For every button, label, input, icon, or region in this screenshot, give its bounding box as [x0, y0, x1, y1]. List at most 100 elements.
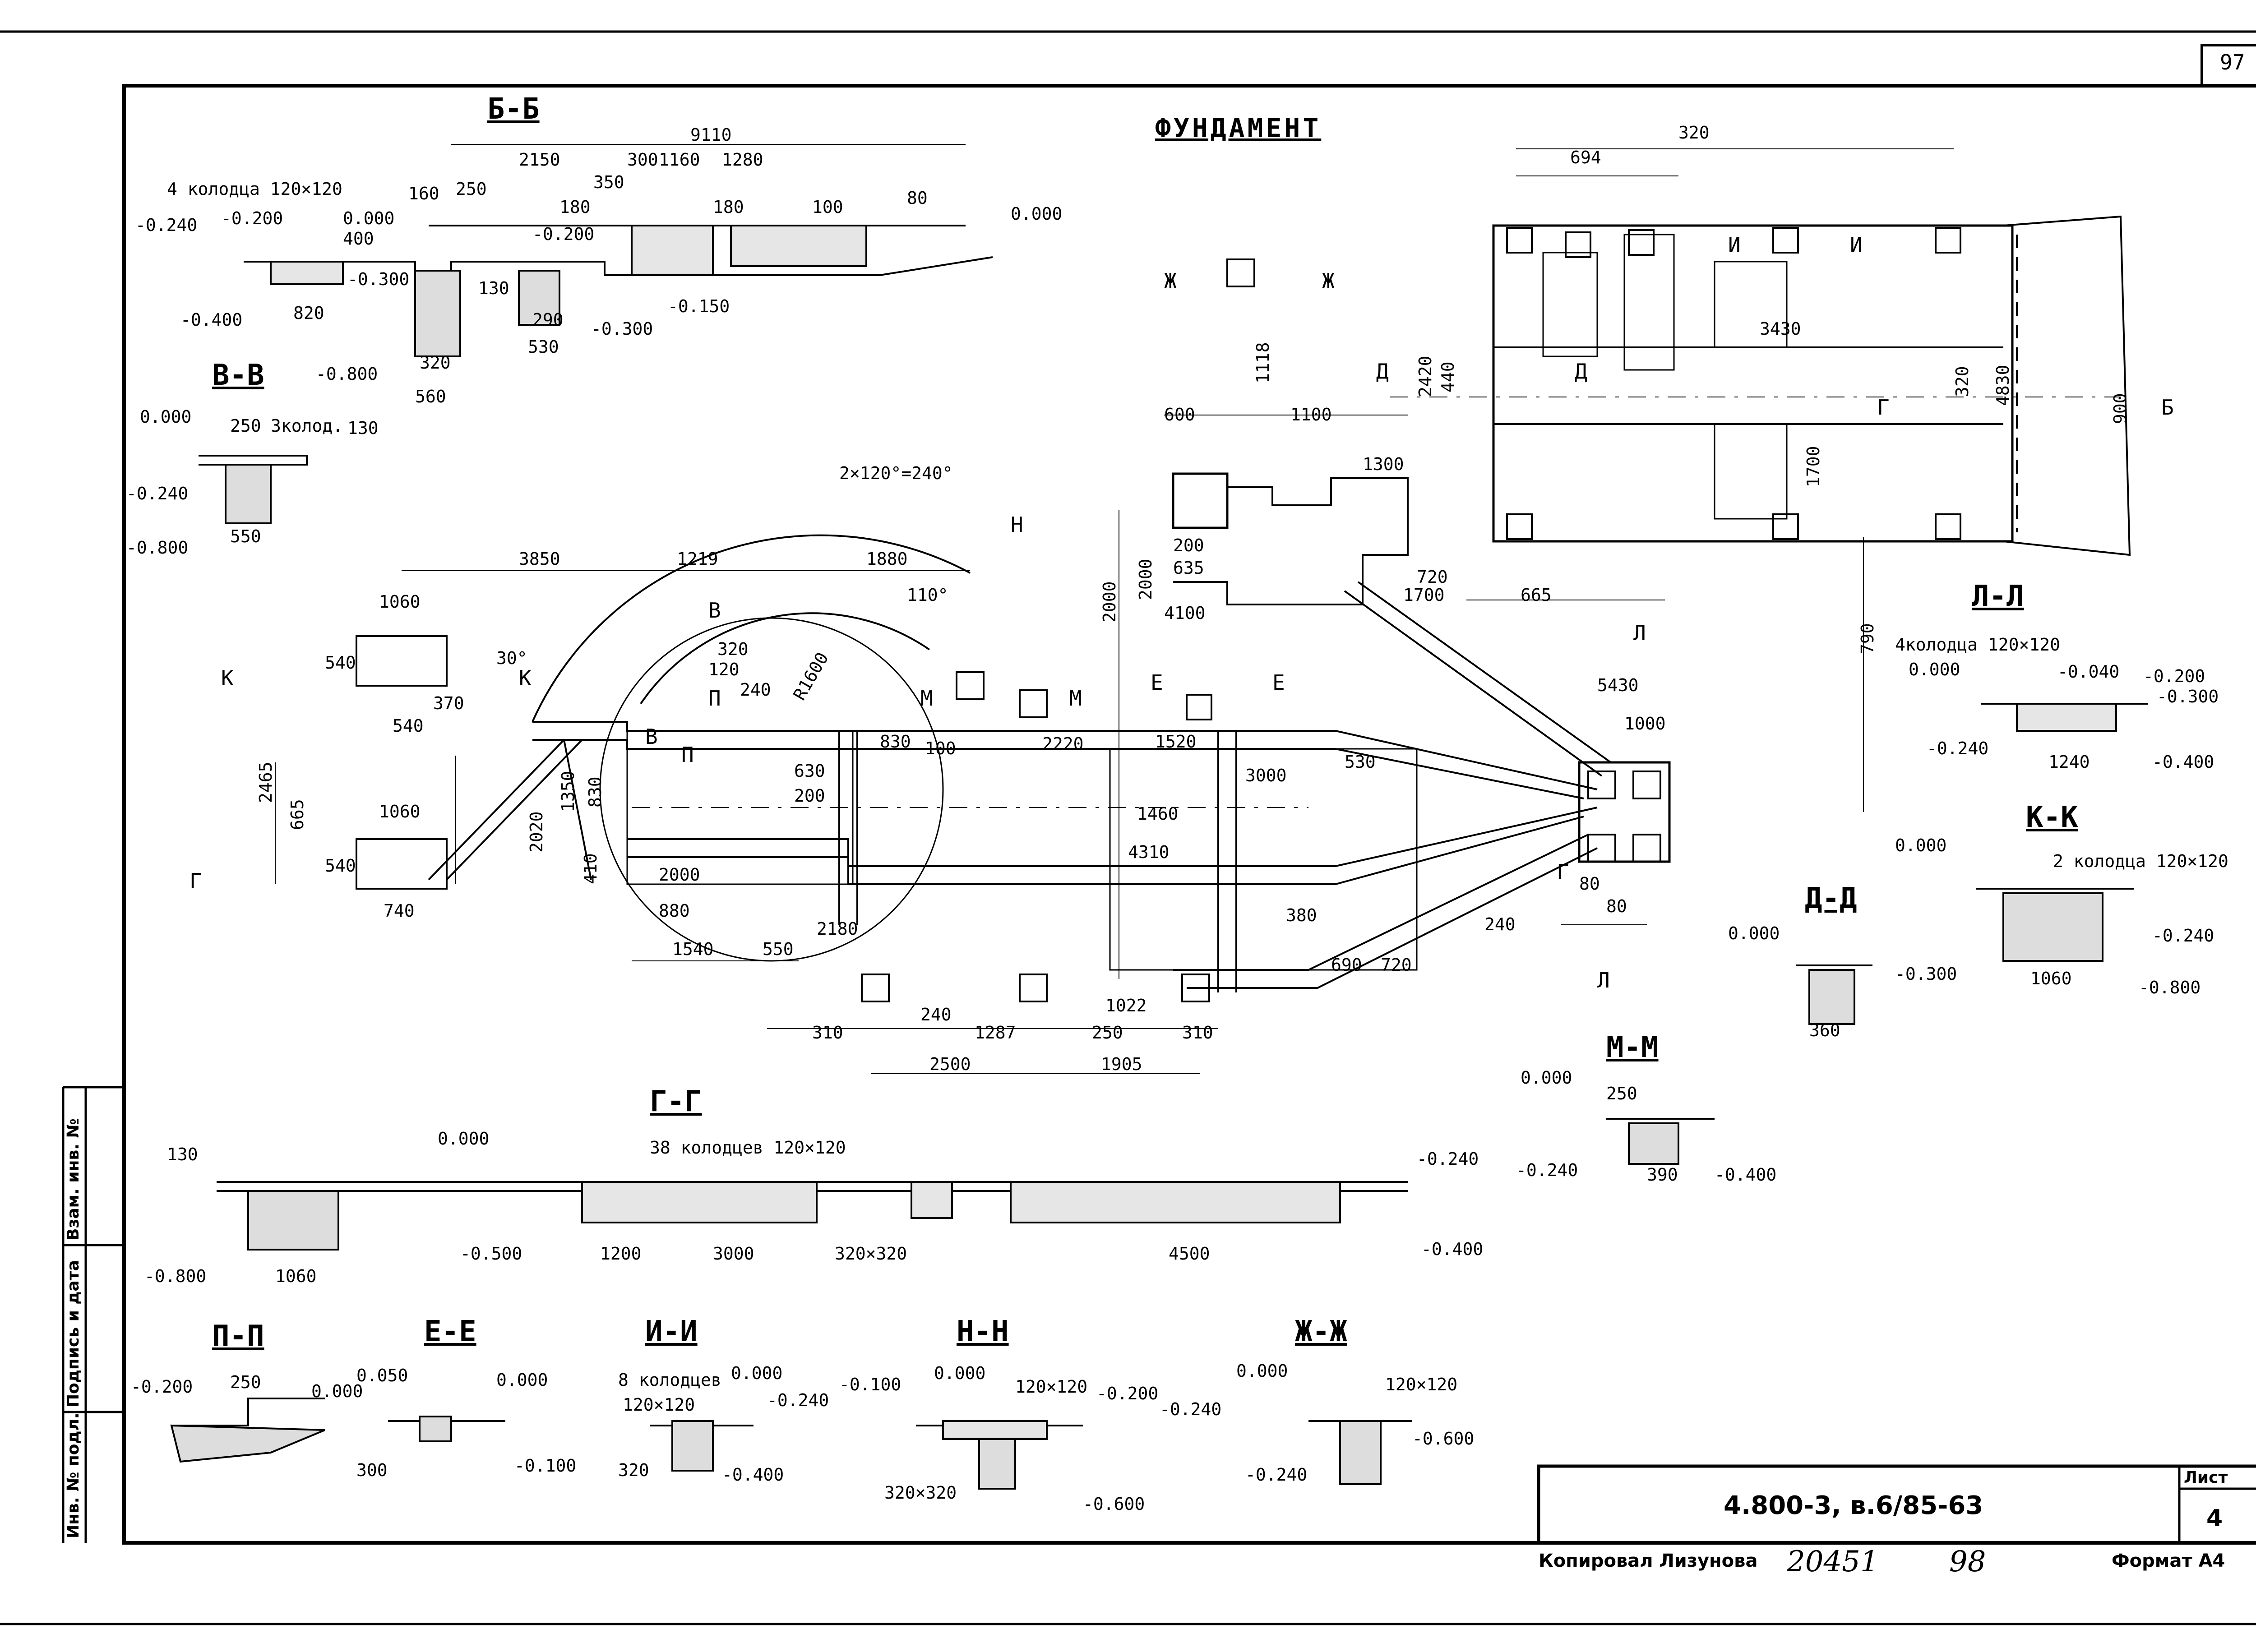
angle-label: 110° — [907, 585, 948, 605]
dim-label: 240 — [740, 680, 771, 700]
section-marker-l-top: Л — [1633, 621, 1646, 645]
section-title-dd: Д-Д — [1805, 882, 1857, 915]
level-label: -0.200 — [1096, 1384, 1159, 1403]
level-label: -0.400 — [180, 310, 243, 330]
section-marker-zh-left: Ж — [1164, 269, 1177, 293]
dim-label: 100 — [812, 197, 843, 217]
level-label: -0.400 — [722, 1465, 784, 1485]
dim-label: 370 — [433, 693, 464, 713]
level-label: -0.300 — [591, 319, 653, 339]
section-title-vv: В-В — [212, 359, 264, 392]
dim-label: 240 — [1484, 914, 1516, 934]
level-label: 0.000 — [1909, 660, 1960, 679]
level-label: -0.240 — [2152, 926, 2214, 946]
callout-label: 3колод. — [271, 416, 343, 436]
dim-label: 1460 — [1137, 804, 1179, 824]
section-title-bb: Б-Б — [487, 92, 540, 126]
section-marker-e-right: Е — [1272, 670, 1285, 695]
dim-label: 360 — [1809, 1020, 1840, 1040]
dim-label: 2150 — [519, 150, 560, 170]
section-title-ii: И-И — [645, 1315, 698, 1348]
level-label: -0.200 — [532, 224, 595, 244]
section-gg-sketch — [217, 1181, 1408, 1251]
level-label: -0.600 — [1083, 1494, 1145, 1514]
section-vv-sketch — [199, 455, 308, 524]
dim-label: 2420 — [1415, 355, 1435, 397]
section-marker-v-top: В — [708, 598, 721, 623]
dim-label: 2000 — [1136, 558, 1156, 600]
dim-label: 2020 — [527, 811, 546, 853]
section-marker-m-left: М — [920, 686, 933, 711]
archive-number: 20451 — [1787, 1545, 1879, 1578]
dim-label: 1540 — [672, 939, 714, 959]
section-marker-g-center: Г — [1877, 395, 1890, 420]
level-label: 0.000 — [731, 1363, 783, 1383]
side-label-inv-podl: Инв. № подл. — [64, 1412, 83, 1538]
section-marker-g-left: Г — [190, 869, 202, 893]
callout-label: 120×120 — [1385, 1375, 1458, 1394]
level-label: -0.100 — [514, 1456, 577, 1476]
dim-label: 690 — [1331, 955, 1362, 975]
section-marker-k-left: К — [221, 666, 234, 690]
dim-label: 310 — [812, 1023, 843, 1043]
dim-label: 600 — [1164, 405, 1195, 425]
dim-label: 4500 — [1169, 1244, 1210, 1264]
dim-label: 440 — [1438, 361, 1458, 392]
sheet-number: 97 — [2220, 50, 2245, 74]
dim-label: 1880 — [866, 549, 908, 569]
section-marker-l-bottom: Л — [1597, 968, 1610, 992]
dim-label: 250 — [1092, 1023, 1123, 1043]
dim-label: 830 — [880, 732, 911, 752]
level-label: -0.400 — [1715, 1165, 1777, 1185]
page-number: 98 — [1949, 1545, 1986, 1578]
dim-label: 1280 — [722, 150, 763, 170]
dim-label: 530 — [1345, 752, 1376, 772]
level-label: -0.150 — [668, 296, 730, 316]
list-number: 4 — [2206, 1505, 2223, 1532]
dim-label: 250 — [456, 179, 487, 199]
dim-label: 1160 — [659, 150, 700, 170]
dim-label: 665 — [287, 799, 307, 830]
level-label: -0.240 — [1160, 1399, 1222, 1419]
section-title-mm: М-М — [1606, 1031, 1659, 1064]
section-marker-zh-right: Ж — [1322, 269, 1335, 293]
dim-label: 3850 — [519, 549, 560, 569]
main-title: ФУНДАМЕНТ — [1155, 113, 1322, 143]
plan-superstructure — [1492, 224, 2014, 543]
dim-label: 320×320 — [884, 1483, 957, 1503]
dim-label: 380 — [1286, 905, 1317, 925]
copied-by: Копировал Лизунова — [1539, 1550, 1758, 1571]
dim-label: 4100 — [1164, 603, 1206, 623]
dim-label: 4830 — [1993, 365, 2013, 406]
section-marker-g-right: Г — [1557, 860, 1569, 884]
section-pp-sketch — [170, 1398, 325, 1463]
level-label: -0.240 — [126, 484, 189, 503]
dim-label: 130 — [167, 1144, 198, 1164]
level-label: -0.300 — [2157, 687, 2219, 706]
dim-label: 1520 — [1155, 732, 1197, 752]
dim-label: 180 — [713, 197, 744, 217]
level-label: -0.200 — [131, 1377, 193, 1397]
level-label: 0.000 — [438, 1129, 490, 1149]
side-label-vzam: Взам. инв. № — [64, 1118, 83, 1241]
level-label: -0.240 — [1417, 1149, 1479, 1169]
dim-label: 320 — [618, 1460, 649, 1480]
section-marker-i-left: И — [1728, 233, 1741, 257]
level-label: -0.240 — [767, 1390, 829, 1410]
dim-label: 9110 — [690, 125, 732, 145]
section-title-ll: Л-Л — [1972, 580, 2024, 613]
section-marker-n: Н — [1011, 512, 1023, 537]
level-label: -0.400 — [1421, 1239, 1484, 1259]
dim-label: 240 — [920, 1005, 952, 1024]
dim-label: 300 — [627, 150, 658, 170]
dim-label: 320 — [717, 639, 749, 659]
callout-label: 120×120 — [623, 1395, 695, 1415]
dim-label: 2500 — [929, 1054, 971, 1074]
section-ii-sketch — [650, 1420, 754, 1472]
drawing-frame — [122, 84, 2256, 1545]
section-marker-p-left: П — [681, 743, 694, 767]
dim-label: 550 — [763, 939, 794, 959]
dim-label: 390 — [1647, 1165, 1678, 1185]
sheet-number-box — [2201, 44, 2256, 87]
dim-label: 880 — [659, 901, 690, 921]
